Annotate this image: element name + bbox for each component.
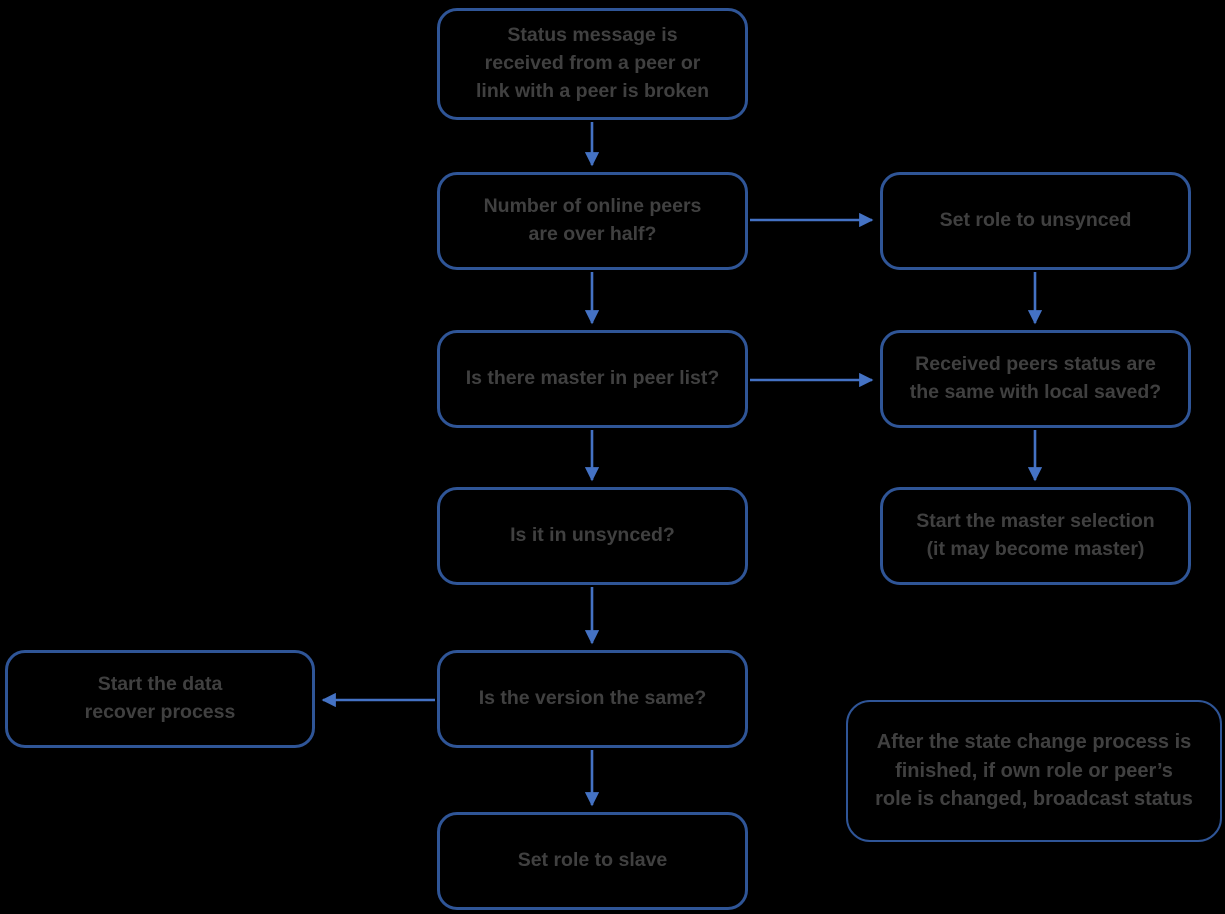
node-start-master-selection: Start the master selection (it may becom… [880,487,1191,585]
node-master-in-peer-list: Is there master in peer list? [437,330,748,428]
node-set-role-slave: Set role to slave [437,812,748,910]
node-version-same: Is the version the same? [437,650,748,748]
note-broadcast-status: After the state change process is finish… [846,700,1222,842]
node-peers-status-same: Received peers status are the same with … [880,330,1191,428]
node-start-data-recover: Start the data recover process [5,650,315,748]
node-is-it-in-unsynced: Is it in unsynced? [437,487,748,585]
node-online-peers-over-half: Number of online peers are over half? [437,172,748,270]
node-status-message-received: Status message is received from a peer o… [437,8,748,120]
node-set-role-unsynced: Set role to unsynced [880,172,1191,270]
